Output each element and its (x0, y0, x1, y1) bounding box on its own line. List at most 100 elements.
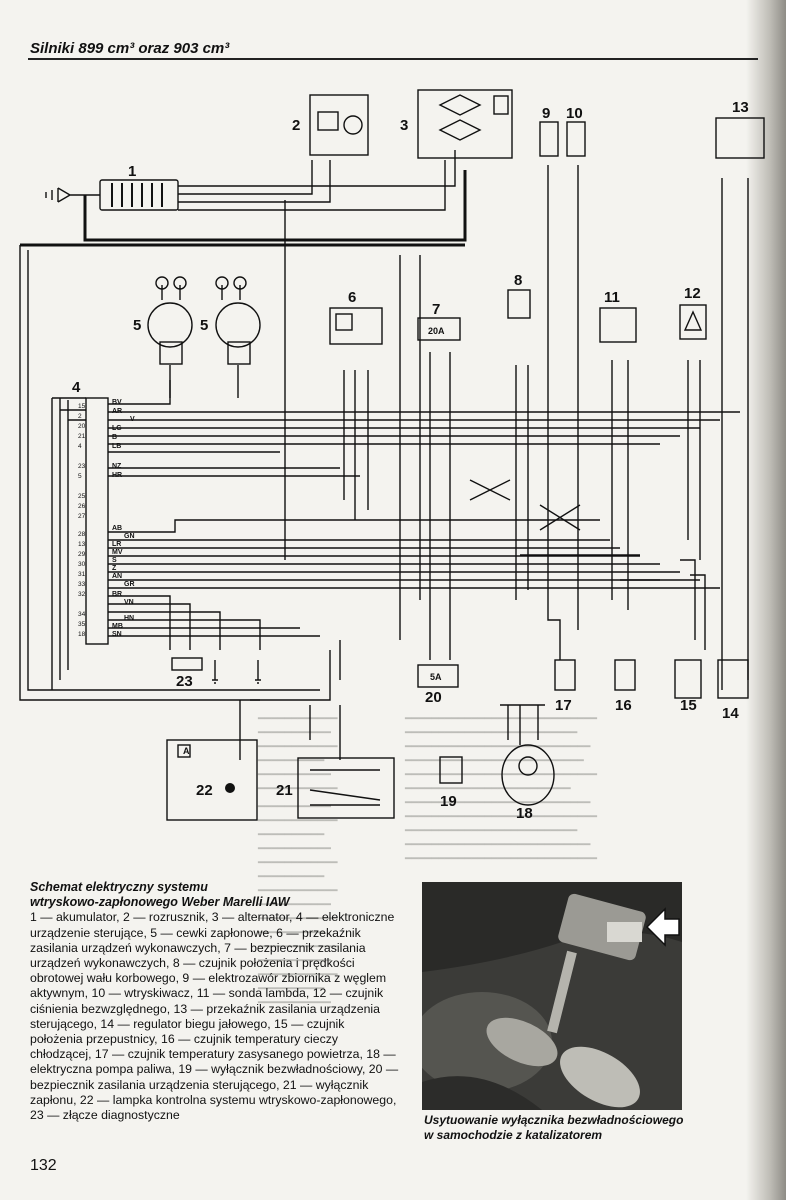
svg-text:20: 20 (78, 423, 86, 430)
svg-text:15: 15 (78, 403, 86, 410)
caption-legend-text: 1 — akumulator, 2 — rozrusznik, 3 — alte… (30, 910, 399, 1123)
svg-text:13: 13 (78, 541, 86, 548)
diagram-caption: Schemat elektryczny systemu wtryskowo-za… (30, 880, 400, 1123)
svg-text:5: 5 (78, 473, 82, 480)
lamp-box-symbol (166, 739, 258, 821)
svg-text:LR: LR (112, 541, 121, 548)
component-number: 5 (200, 317, 208, 334)
arrow-icon (645, 907, 680, 947)
component-number: 16 (615, 697, 632, 714)
caption-title-line: wtryskowo-zapłonowego Weber Marelli IAW (30, 895, 290, 910)
map-sensor-symbol (679, 304, 707, 340)
fuel-pump-symbol (501, 744, 555, 806)
component-number: 5 (133, 317, 141, 334)
svg-text:30: 30 (78, 561, 86, 568)
photo-caption-line: w samochodzie z katalizatorem (424, 1128, 603, 1142)
svg-text:34: 34 (78, 611, 86, 618)
diagnostic-connector-symbol (171, 657, 203, 671)
svg-text:SN: SN (112, 631, 122, 638)
coolant-temp-sensor-symbol (614, 659, 636, 691)
svg-text:26: 26 (78, 503, 86, 510)
svg-text:25: 25 (78, 493, 86, 500)
component-number: 18 (516, 805, 533, 822)
svg-text:VN: VN (124, 599, 134, 606)
component-number: 12 (684, 285, 701, 302)
svg-text:33: 33 (78, 581, 86, 588)
air-temp-sensor-symbol (554, 659, 576, 691)
svg-text:MB: MB (112, 623, 123, 630)
starter-symbol (309, 94, 369, 156)
warning-lamp-icon (225, 783, 235, 793)
ignition-coil-symbol (147, 302, 193, 348)
svg-text:AN: AN (112, 573, 122, 580)
caption-title-line: Schemat elektryczny systemu (30, 880, 208, 894)
component-number: 13 (732, 99, 749, 116)
svg-text:BV: BV (112, 399, 122, 406)
svg-text:29: 29 (78, 551, 86, 558)
wiring-diagram: 1 2 3 4 5 5 6 7 8 9 10 11 12 13 14 15 16… (19, 89, 765, 822)
svg-text:GR: GR (124, 581, 135, 588)
fuse-label: 5A (430, 672, 442, 682)
component-number: 21 (276, 782, 293, 799)
bleed-through-text: ━━━━━━━━━━━━━━━━━━━━━━━━━━━━━━━━━━━━━━━━… (405, 713, 598, 865)
relay-symbol (715, 117, 765, 159)
component-number: 19 (440, 793, 457, 810)
svg-text:BR: BR (112, 591, 122, 598)
ecu-symbol (85, 397, 109, 645)
svg-text:AB: AB (112, 525, 122, 532)
svg-text:28: 28 (78, 531, 86, 538)
svg-text:27: 27 (78, 513, 86, 520)
injector-symbol (566, 121, 586, 157)
throttle-sensor-symbol (674, 659, 702, 699)
page-header: Silniki 899 cm³ oraz 903 cm³ (30, 40, 230, 57)
svg-text:32: 32 (78, 591, 86, 598)
inertia-switch-photo (422, 882, 682, 1110)
fuse-symbol (417, 664, 459, 688)
page-number: 132 (30, 1157, 57, 1174)
component-number: 3 (400, 117, 408, 134)
lambda-sensor-symbol (599, 307, 637, 343)
svg-text:35: 35 (78, 621, 86, 628)
svg-text:S: S (112, 557, 117, 564)
svg-text:HN: HN (124, 615, 134, 622)
fuse-label: 20A (428, 326, 445, 336)
svg-text:21: 21 (78, 433, 86, 440)
photo-caption: Usytuowanie wyłącznika bezwładnościowego… (424, 1113, 754, 1143)
ecu-pin-labels: 15 2 20 21 4 23 5 25 26 27 28 13 29 30 3… (78, 403, 86, 638)
lamp-box-label: A (183, 746, 190, 756)
ignition-coil-symbol (215, 302, 261, 348)
svg-text:NZ: NZ (112, 463, 122, 470)
component-number: 20 (425, 689, 442, 706)
svg-text:LG: LG (112, 425, 122, 432)
component-number: 23 (176, 673, 193, 690)
svg-text:HR: HR (112, 472, 122, 479)
alternator-symbol (417, 89, 513, 159)
idle-regulator-symbol (717, 659, 749, 699)
wire-color-labels: BV AR V LG B LB NZ HR AB GN LR MV S Z AN… (112, 399, 135, 638)
component-number: 10 (566, 105, 583, 122)
component-number: 22 (196, 782, 213, 799)
relay-symbol (329, 307, 383, 345)
svg-text:23: 23 (78, 463, 86, 470)
svg-text:Z: Z (112, 565, 117, 572)
component-number: 15 (680, 697, 697, 714)
canister-valve-symbol (539, 121, 559, 157)
component-number: 7 (432, 301, 440, 318)
svg-text:18: 18 (78, 631, 86, 638)
component-number: 11 (604, 289, 620, 306)
crank-sensor-symbol (507, 289, 531, 319)
svg-text:AR: AR (112, 408, 122, 415)
svg-text:GN: GN (124, 533, 135, 540)
component-number: 8 (514, 272, 522, 289)
component-number: 2 (292, 117, 300, 134)
svg-text:LB: LB (112, 443, 121, 450)
component-number: 14 (722, 705, 739, 722)
component-number: 4 (72, 379, 81, 396)
page-edge-shadow (746, 0, 786, 1200)
header-rule (28, 58, 758, 60)
ground-icon (45, 187, 100, 203)
svg-text:31: 31 (78, 571, 86, 578)
component-number: 1 (128, 163, 136, 180)
component-numbers: 1 2 3 4 5 5 6 7 8 9 10 11 12 13 14 15 16… (72, 99, 749, 822)
component-number: 9 (542, 105, 550, 122)
